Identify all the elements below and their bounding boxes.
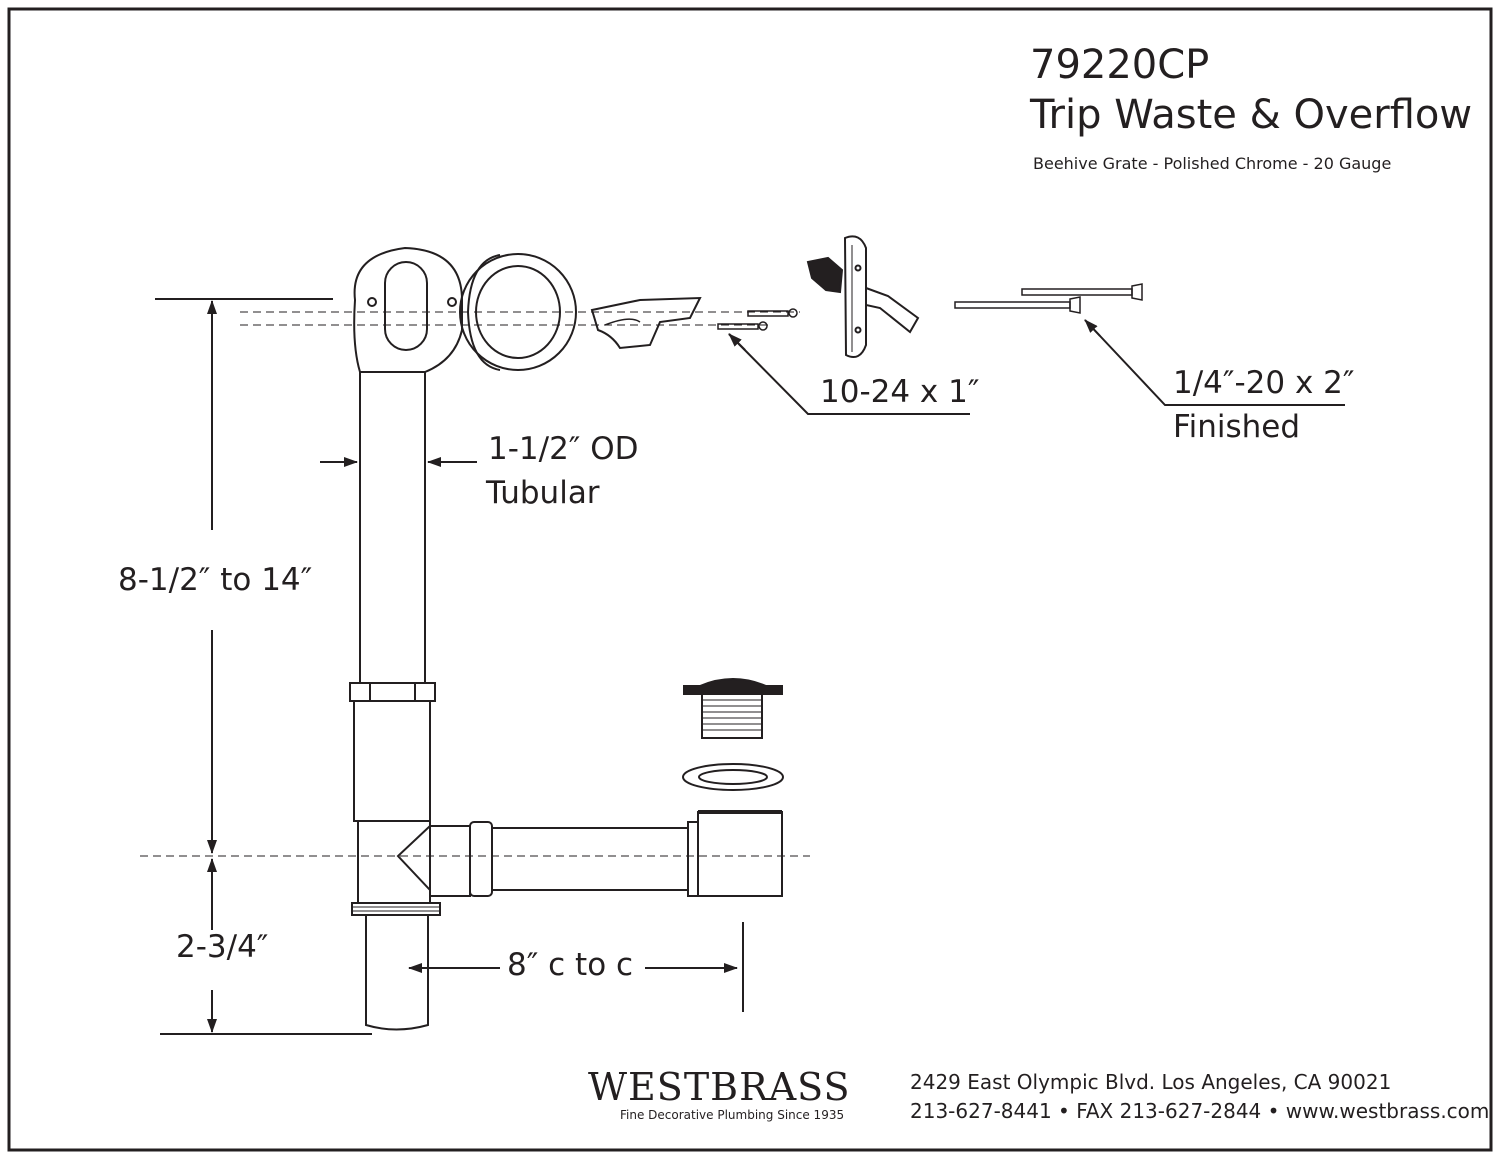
drain-gasket [682,763,784,791]
large-screw-finish-label: Finished [1173,409,1300,445]
height-range-label: 8-1/2″ to 14″ [118,562,313,598]
overflow-elbow [353,246,463,373]
tee-fitting [357,820,471,904]
tube-od-label: 1-1/2″ OD [488,431,639,467]
beehive-grate [683,678,783,739]
drain-pipe [469,810,783,897]
bottom-height-label: 2-3/4″ [176,929,269,965]
overflow-bracket [590,296,702,350]
center-lines [140,311,810,857]
product-model: 79220CP [1030,42,1210,88]
page-border [7,7,1493,1152]
center-distance-label: 8″ c to c [507,947,634,983]
large-screw-label: 1/4″-20 x 2″ [1173,365,1355,401]
leader-lines [728,319,1345,415]
dimension-lines [155,298,744,1035]
small-screw-label: 10-24 x 1″ [820,374,980,410]
large-screws [954,283,1143,314]
brand-tagline: Fine Decorative Plumbing Since 1935 [620,1108,845,1122]
vertical-tube [349,372,436,822]
overflow-gasket [459,253,577,371]
company-address: 2429 East Olympic Blvd. Los Angeles, CA … [910,1070,1392,1094]
tube-type-label: Tubular [486,475,600,511]
company-contact: 213-627-8441 • FAX 213-627-2844 • www.we… [910,1099,1490,1123]
bottom-pipe [351,902,441,1031]
small-screws [717,308,798,331]
brand-logo: WESTBRASS [588,1065,851,1109]
product-subtitle: Beehive Grate - Polished Chrome - 20 Gau… [1033,154,1392,173]
trip-lever-plate [806,235,920,358]
product-title: Trip Waste & Overflow [1030,92,1473,138]
